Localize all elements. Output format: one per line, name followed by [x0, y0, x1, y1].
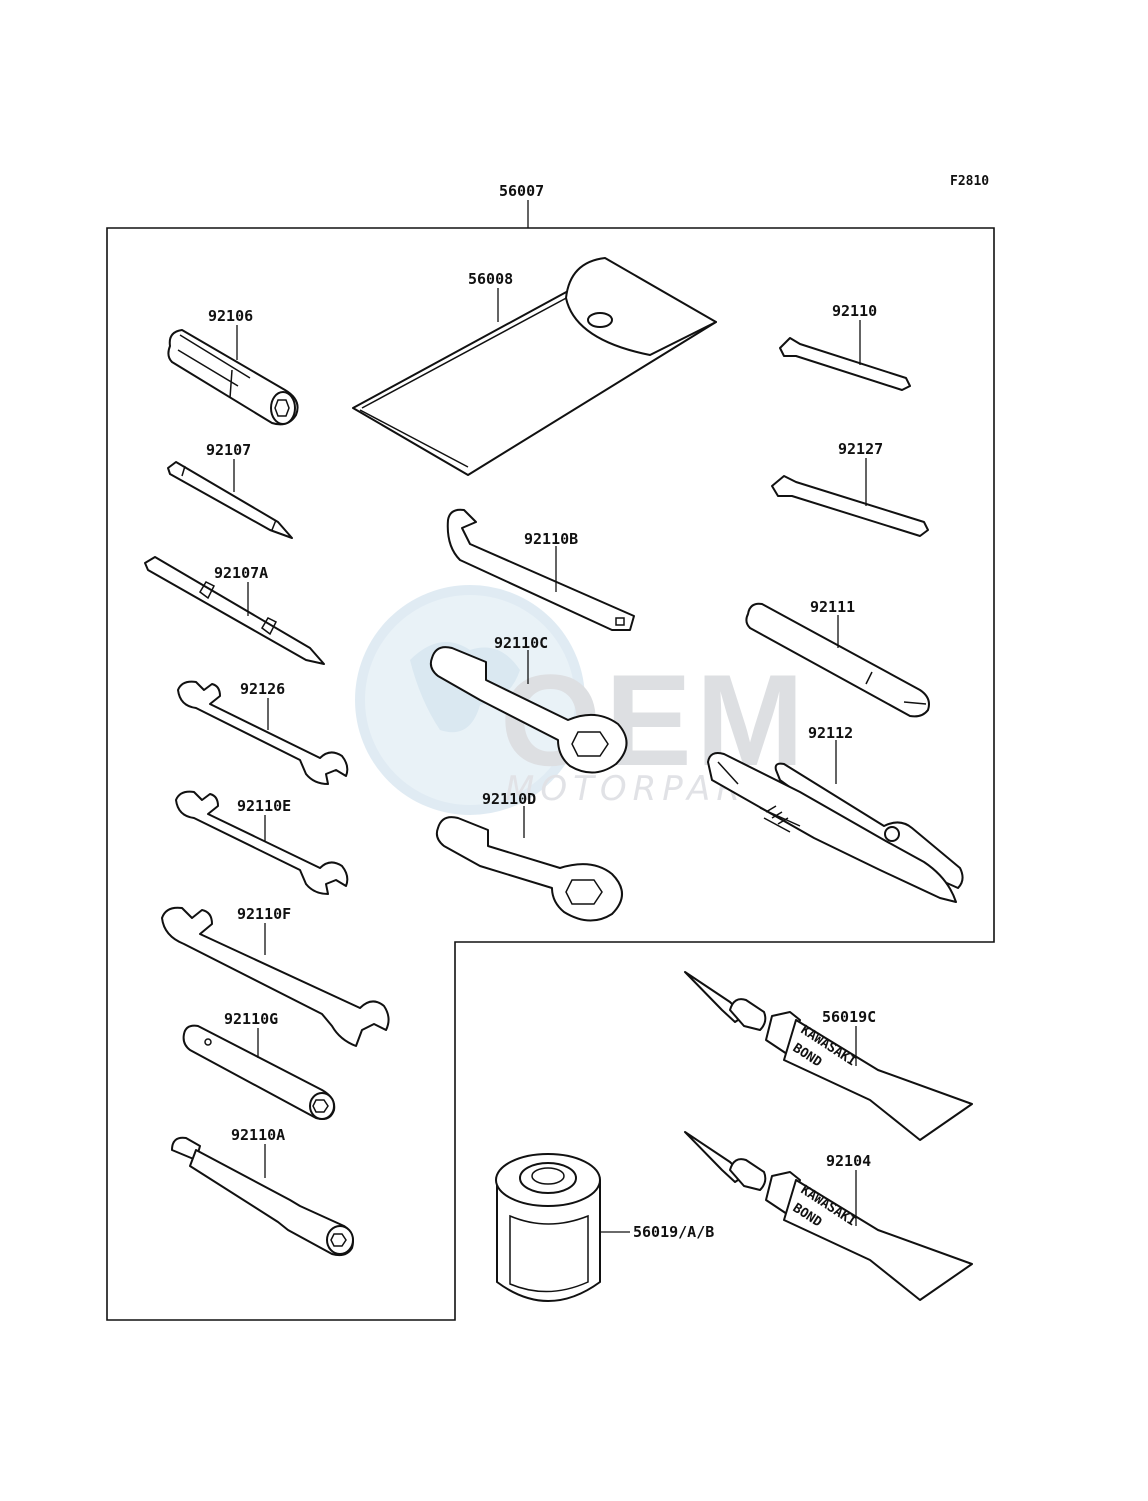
label-92106: 92106	[208, 307, 253, 325]
screwdriver-92107A: 92107A	[144, 556, 325, 665]
box-wrench-92110C: 92110C	[429, 634, 628, 774]
watermark: OEM MOTORPARTS	[355, 585, 804, 815]
label-92112: 92112	[808, 724, 853, 742]
label-92110G: 92110G	[224, 1010, 278, 1028]
label-92110C: 92110C	[494, 634, 548, 652]
label-92127: 92127	[838, 440, 883, 458]
hex-key-92127: 92127	[771, 440, 929, 537]
socket-92106: 92106	[167, 307, 299, 426]
tool-bag-56008: 56008	[352, 257, 717, 476]
label-92111: 92111	[810, 598, 855, 616]
label-56019AB: 56019/A/B	[633, 1223, 714, 1241]
label-56007: 56007	[499, 182, 544, 200]
hex-key-92110: 92110	[779, 302, 911, 391]
box-wrench-92110G: 92110G	[182, 1010, 336, 1120]
box-wrench-92110D: 92110D	[435, 790, 623, 922]
hook-spanner-92110B: 92110B	[446, 508, 635, 631]
kit-frame	[106, 227, 995, 1321]
bond-tube-92104: KAWASAKI BOND 92104	[684, 1131, 973, 1301]
wrench-92126: 92126	[177, 680, 349, 785]
label-92110F: 92110F	[237, 905, 291, 923]
label-92110A: 92110A	[231, 1126, 285, 1144]
label-92110: 92110	[832, 302, 877, 320]
label-56019C: 56019C	[822, 1008, 876, 1026]
label-56008: 56008	[468, 270, 513, 288]
extension-bar-92111: 92111	[745, 598, 930, 718]
label-92110B: 92110B	[524, 530, 578, 548]
wrench-92110E: 92110E	[175, 790, 349, 895]
label-92126: 92126	[240, 680, 285, 698]
wrench-92110F: 92110F	[161, 905, 390, 1047]
screwdriver-92107: 92107	[167, 441, 293, 539]
bond-tube-56019C: KAWASAKI BOND 56019C	[684, 971, 973, 1141]
oil-filter-56019AB: 56019/A/B	[495, 1153, 714, 1302]
pliers-92112: 92112	[707, 724, 964, 903]
plug-wrench-92110A: 92110A	[171, 1126, 354, 1257]
label-92104: 92104	[826, 1152, 871, 1170]
label-92110E: 92110E	[237, 797, 291, 815]
label-92107A: 92107A	[214, 564, 268, 582]
figure-code: F2810	[950, 174, 989, 189]
label-92107: 92107	[206, 441, 251, 459]
label-92110D: 92110D	[482, 790, 536, 808]
